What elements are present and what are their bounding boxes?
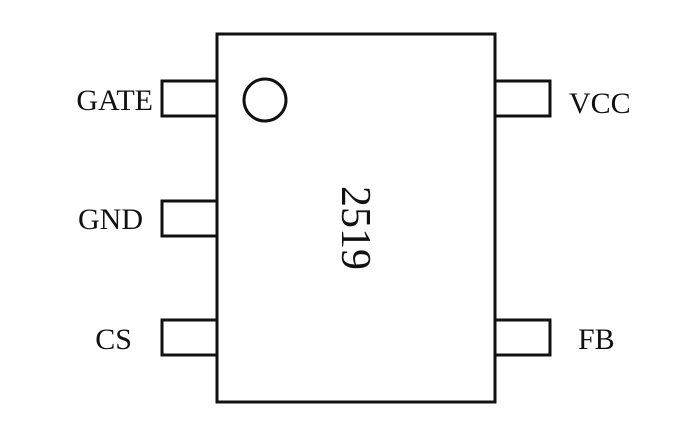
pin-label-gate: GATE <box>76 84 153 117</box>
pin-cs <box>160 318 219 357</box>
pin-label-gnd: GND <box>78 203 143 236</box>
pin-gate <box>160 79 219 118</box>
pin-gnd <box>160 199 219 238</box>
pin-label-cs: CS <box>95 323 132 356</box>
pin1-marker-dot <box>242 77 288 123</box>
pin-label-vcc: VCC <box>569 87 631 120</box>
pin-label-fb: FB <box>578 323 615 356</box>
chip-marking: 2519 <box>332 186 378 270</box>
pin-vcc <box>493 79 552 118</box>
pin-fb <box>493 318 552 357</box>
